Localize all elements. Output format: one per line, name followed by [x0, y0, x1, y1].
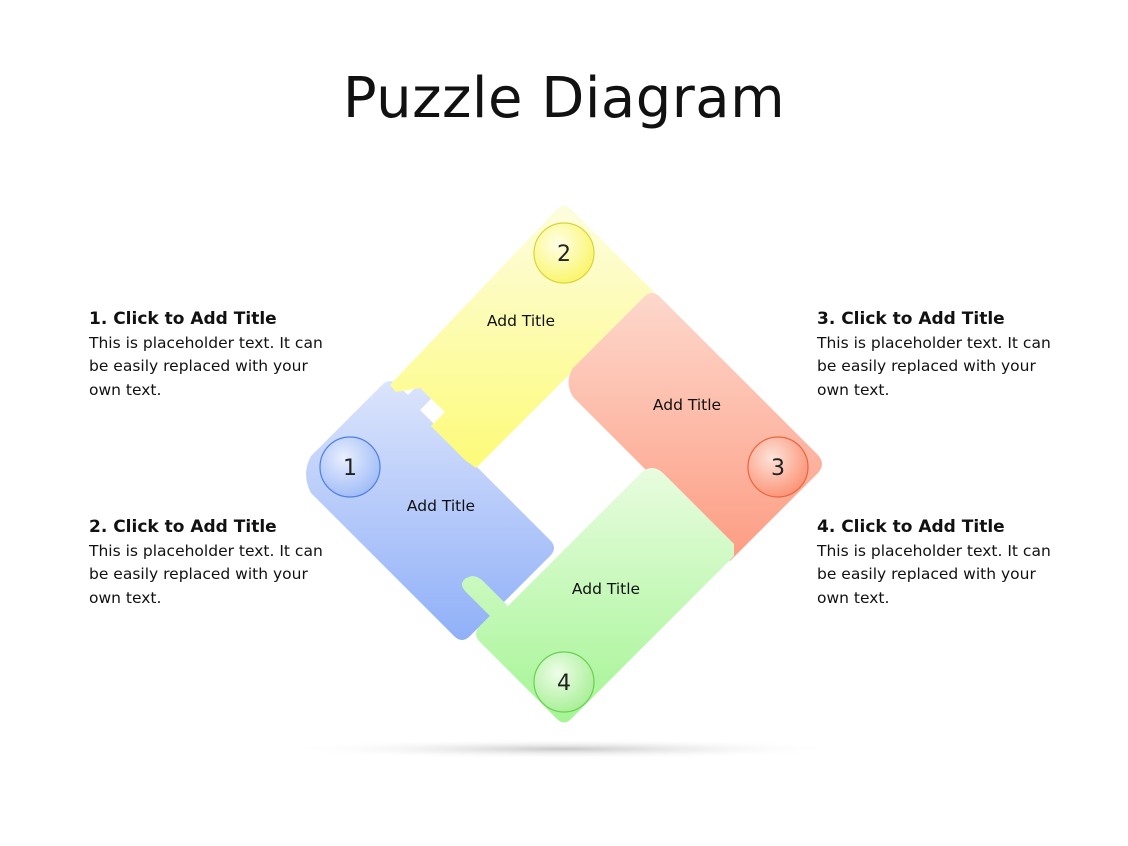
number-badge-3-label: 3 — [771, 456, 785, 481]
text-block-heading: 4. Click to Add Title — [817, 517, 1005, 537]
puzzle-piece-3-label: Add Title — [653, 396, 721, 414]
number-badge-4 — [533, 651, 595, 713]
text-block-body: This is placeholder text. It can be easi… — [817, 541, 1051, 607]
text-block-body: This is placeholder text. It can be easi… — [89, 541, 323, 607]
number-badge-3 — [747, 436, 809, 498]
text-block-heading: 2. Click to Add Title — [89, 517, 277, 537]
text-block-3[interactable]: 3. Click to Add Title This is placeholde… — [817, 308, 1057, 402]
text-block-2[interactable]: 2. Click to Add Title This is placeholde… — [89, 516, 329, 610]
diagram-shadow — [284, 739, 844, 759]
puzzle-piece-2[interactable] — [390, 205, 668, 469]
number-badge-2-label: 2 — [557, 242, 571, 267]
puzzle-piece-3[interactable] — [568, 293, 823, 571]
puzzle-piece-1-label: Add Title — [407, 497, 475, 515]
number-badge-1-label: 1 — [343, 456, 357, 481]
number-badge-1 — [319, 436, 381, 498]
number-badge-2 — [533, 222, 595, 284]
text-block-1[interactable]: 1. Click to Add Title This is placeholde… — [89, 308, 329, 402]
puzzle-piece-4-label: Add Title — [572, 580, 640, 598]
page-title: Puzzle Diagram — [342, 66, 786, 131]
text-block-4[interactable]: 4. Click to Add Title This is placeholde… — [817, 516, 1057, 610]
number-badge-4-label: 4 — [557, 671, 571, 696]
text-block-heading: 1. Click to Add Title — [89, 309, 277, 329]
puzzle-piece-1[interactable] — [306, 367, 554, 640]
puzzle-piece-2-label: Add Title — [487, 312, 555, 330]
text-block-body: This is placeholder text. It can be easi… — [817, 333, 1051, 399]
text-block-heading: 3. Click to Add Title — [817, 309, 1005, 329]
text-block-body: This is placeholder text. It can be easi… — [89, 333, 323, 399]
puzzle-piece-4[interactable] — [462, 468, 734, 723]
